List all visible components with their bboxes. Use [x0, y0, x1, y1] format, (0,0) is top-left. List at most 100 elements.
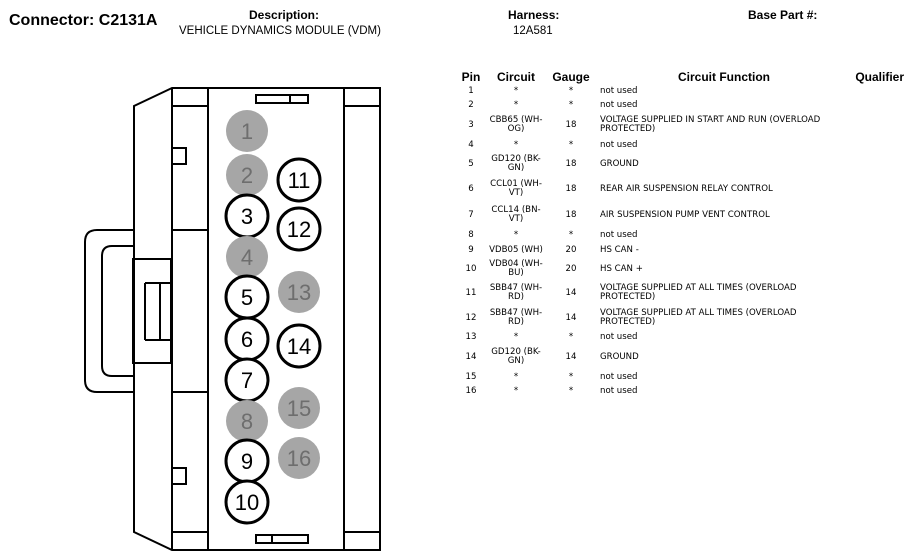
- harness-label: Harness:: [508, 8, 560, 22]
- base-part-label: Base Part #:: [748, 8, 818, 22]
- circuit-cell: *: [513, 229, 519, 240]
- function-cell: HS CAN +: [600, 263, 643, 274]
- pin-14: 14: [276, 323, 322, 369]
- pin-label: 16: [287, 446, 311, 471]
- pin-label: 5: [241, 285, 253, 310]
- function-cell: not used: [600, 85, 638, 96]
- pin-15: 15: [278, 387, 320, 429]
- pin-16: 16: [278, 437, 320, 479]
- function-cell: not used: [600, 371, 638, 382]
- pin-2: 2: [226, 154, 268, 196]
- pin-cell: 14: [465, 351, 477, 362]
- pin-label: 15: [287, 396, 311, 421]
- pin-cell: 7: [468, 209, 474, 220]
- connector-title: Connector: C2131A: [9, 12, 158, 29]
- col-circuit-function: Circuit Function: [678, 70, 770, 84]
- pin-13: 13: [278, 271, 320, 313]
- pin-11: 11: [276, 157, 322, 203]
- table-row: 13**not used: [456, 330, 904, 344]
- pin-cell: 5: [468, 158, 474, 169]
- function-cell: not used: [600, 139, 638, 150]
- table-row: 2**not used: [456, 98, 904, 112]
- table-row: 8**not used: [456, 228, 904, 242]
- pin-table: Pin Circuit Gauge Circuit Function Quali…: [456, 68, 904, 398]
- description-value: VEHICLE DYNAMICS MODULE (VDM): [179, 25, 381, 37]
- qualifier-cell: [848, 384, 904, 398]
- pin-label: 2: [241, 163, 253, 188]
- circuit-cell: *: [513, 385, 519, 396]
- pin-label: 4: [241, 245, 253, 270]
- circuit-cell: VDB04 (WH-BU): [489, 259, 543, 278]
- pin-circle: [278, 387, 320, 429]
- gauge-cell: *: [568, 331, 574, 342]
- qualifier-cell: [848, 98, 904, 112]
- pin-label: 9: [241, 449, 253, 474]
- pin-7: 7: [224, 357, 270, 403]
- function-cell: not used: [600, 99, 638, 110]
- circuit-cell: CCL14 (BN-VT): [491, 205, 541, 224]
- pin-label: 8: [241, 409, 253, 434]
- circuit-cell: *: [513, 371, 519, 382]
- pin-circle: [226, 154, 268, 196]
- table-row: 16**not used: [456, 384, 904, 398]
- function-cell: HS CAN -: [600, 244, 639, 255]
- pin-circle: [224, 479, 270, 525]
- col-pin: Pin: [461, 70, 481, 84]
- pin-label: 11: [288, 168, 311, 193]
- gauge-cell: 14: [565, 287, 577, 298]
- pin-cell: 3: [468, 119, 474, 130]
- pin-8: 8: [226, 400, 268, 442]
- gauge-cell: 20: [565, 263, 577, 274]
- circuit-cell: VDB05 (WH): [489, 244, 543, 255]
- pin-cell: 15: [465, 371, 477, 382]
- pin-label: 10: [235, 490, 259, 515]
- gauge-cell: 18: [565, 209, 577, 220]
- gauge-cell: *: [568, 99, 574, 110]
- circuit-cell: SBB47 (WH-RD): [489, 308, 543, 327]
- table-row: 10 VDB04 (WH-BU) 20 HS CAN +: [456, 258, 904, 280]
- pin-6: 6: [224, 316, 270, 362]
- pin-cell: 11: [465, 287, 477, 298]
- pin-cell: 12: [465, 312, 477, 323]
- table-row: 15 * * not used: [456, 370, 904, 384]
- pin-circle: [276, 323, 322, 369]
- pin-cell: 13: [465, 331, 477, 342]
- qualifier-cell: [848, 138, 904, 152]
- gauge-cell: *: [568, 385, 574, 396]
- qualifier-cell: [848, 306, 904, 330]
- pin-label: 7: [241, 368, 253, 393]
- gauge-cell: 18: [565, 158, 577, 169]
- pin-3: 3: [224, 193, 270, 239]
- circuit-cell: *: [513, 85, 519, 96]
- pin-circle: [226, 236, 268, 278]
- qualifier-cell: [848, 242, 904, 258]
- qualifier-cell: [848, 280, 904, 306]
- pin-10: 10: [224, 479, 270, 525]
- circuit-cell: *: [513, 331, 519, 342]
- circuit-cell: CCL01 (WH-VT): [490, 179, 542, 198]
- function-cell: VOLTAGE SUPPLIED AT ALL TIMES (OVERLOAD …: [600, 308, 797, 327]
- gauge-cell: 20: [565, 244, 577, 255]
- gauge-cell: *: [568, 371, 574, 382]
- pin-label: 13: [287, 280, 311, 305]
- table-header-row: Pin Circuit Gauge Circuit Function Quali…: [456, 68, 904, 84]
- qualifier-cell: [848, 176, 904, 202]
- pin-cell: 6: [468, 183, 474, 194]
- circuit-cell: *: [513, 99, 519, 110]
- function-cell: REAR AIR SUSPENSION RELAY CONTROL: [600, 183, 773, 194]
- qualifier-cell: [848, 84, 904, 98]
- circuit-cell: GD120 (BK-GN): [491, 154, 541, 173]
- pin-1: 1: [226, 110, 268, 152]
- function-cell: VOLTAGE SUPPLIED AT ALL TIMES (OVERLOAD …: [600, 283, 797, 302]
- gauge-cell: 18: [565, 119, 577, 130]
- pin-label: 3: [241, 204, 253, 229]
- gauge-cell: 14: [565, 351, 577, 362]
- pin-label: 6: [241, 327, 253, 352]
- function-cell: GROUND: [600, 158, 639, 169]
- pin-cell: 10: [465, 263, 477, 274]
